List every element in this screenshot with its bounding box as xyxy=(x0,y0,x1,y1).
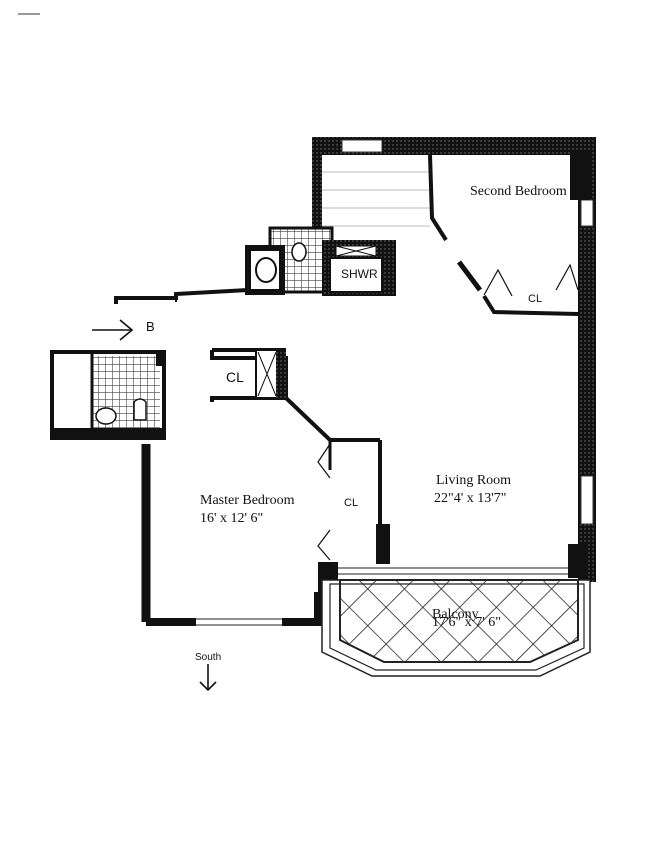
second-bedroom-label: Second Bedroom xyxy=(470,184,567,199)
balcony-label: Balcony xyxy=(432,607,479,622)
master-bedroom-dims: 16' x 12' 6" xyxy=(200,511,263,526)
hall-closet-label: CL xyxy=(226,369,244,385)
balcony-dims: 17'6" x 7' 6" xyxy=(432,615,501,630)
toilet-icon xyxy=(255,257,277,283)
window-right-upper xyxy=(580,199,594,227)
compass-label: South xyxy=(195,652,221,663)
south-arrow-icon xyxy=(199,664,217,692)
corridor-top-wall xyxy=(114,288,249,304)
living-room-dims: 22"4' x 13'7" xyxy=(434,491,506,506)
hall-closet xyxy=(210,348,288,402)
corner-block xyxy=(570,150,590,200)
exterior-walls xyxy=(312,137,596,582)
shower-stall xyxy=(329,257,383,293)
master-closet-label: CL xyxy=(344,497,358,509)
second-bedroom-closet-label: CL xyxy=(528,293,542,305)
master-bedroom-walls xyxy=(141,396,390,626)
window-top xyxy=(341,139,383,153)
left-bathroom xyxy=(50,350,166,440)
upper-bathroom xyxy=(245,226,396,296)
window-right-lower xyxy=(580,475,594,525)
shower-label: SHWR xyxy=(341,267,378,281)
entry-arrow-icon xyxy=(92,319,134,341)
second-bedroom-area xyxy=(322,154,579,316)
toilet-icon-left xyxy=(133,398,147,421)
sink-icon xyxy=(291,242,307,262)
living-room-label: Living Room xyxy=(436,473,511,488)
master-bedroom-label: Master Bedroom xyxy=(200,493,295,508)
balcony xyxy=(321,579,591,677)
sink-icon-left xyxy=(95,407,117,425)
window-master xyxy=(196,618,282,626)
entry-marker-label: B xyxy=(146,319,155,334)
